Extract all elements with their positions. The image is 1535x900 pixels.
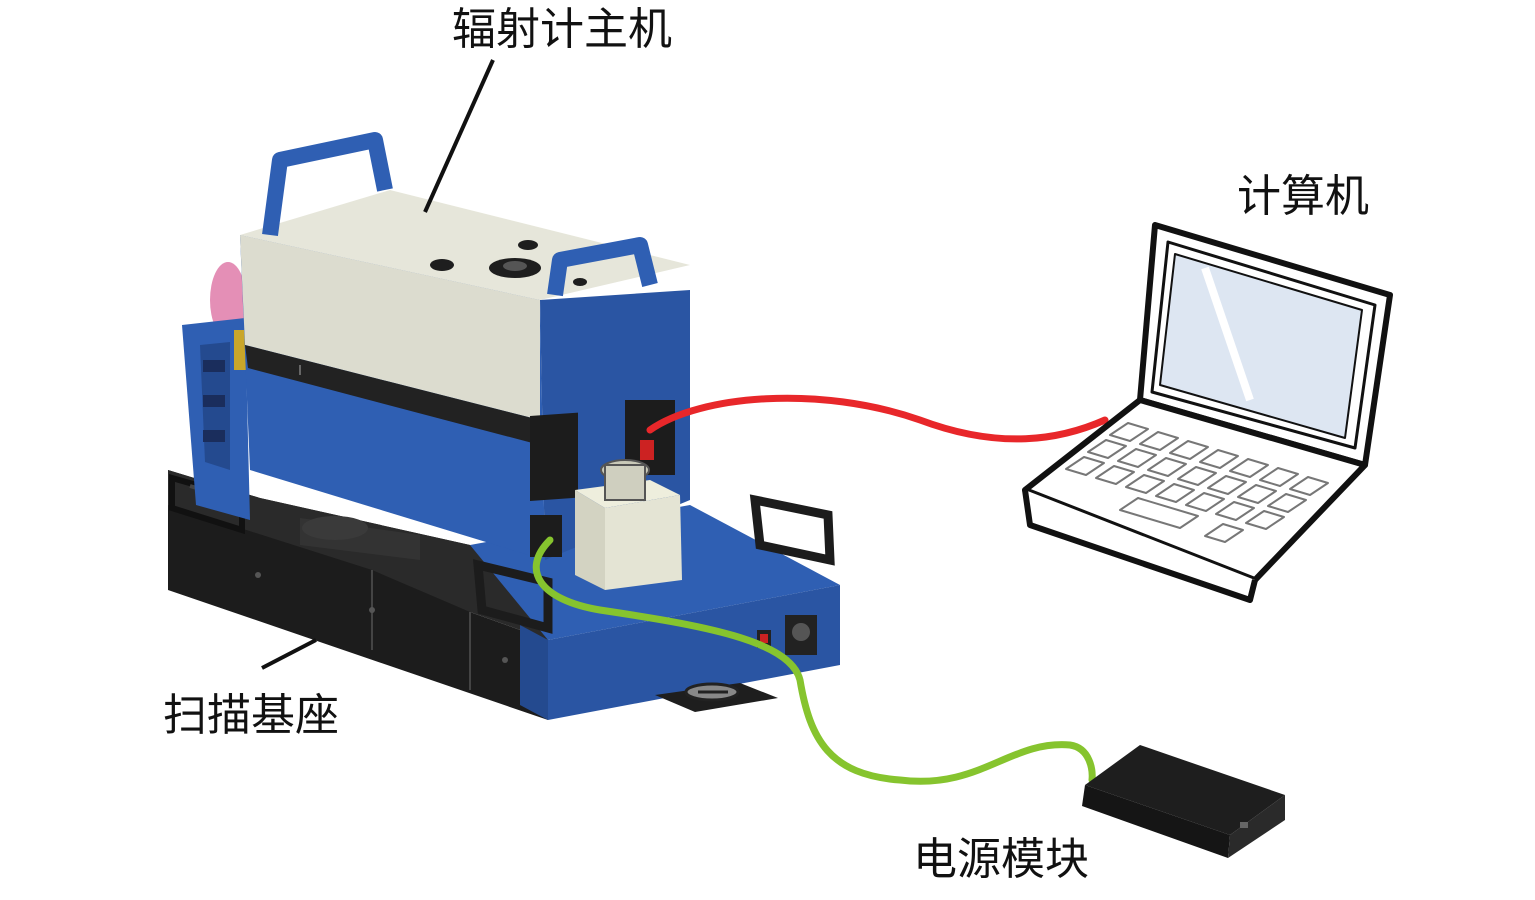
label-radiometer-host: 辐射计主机: [452, 4, 672, 55]
label-computer: 计算机: [1237, 171, 1369, 222]
data-cable: [646, 394, 1109, 443]
laptop-icon: [1022, 222, 1393, 603]
label-power-module: 电源模块: [913, 834, 1089, 885]
laptop-keyboard: [1065, 422, 1329, 543]
leader-host: [423, 59, 495, 213]
radiometer-host: [182, 132, 690, 590]
label-scan-base: 扫描基座: [163, 690, 339, 741]
scan-base: [168, 470, 548, 720]
power-cable: [532, 536, 1096, 785]
leader-base: [261, 638, 317, 670]
power-adapter-icon: [1082, 745, 1285, 858]
